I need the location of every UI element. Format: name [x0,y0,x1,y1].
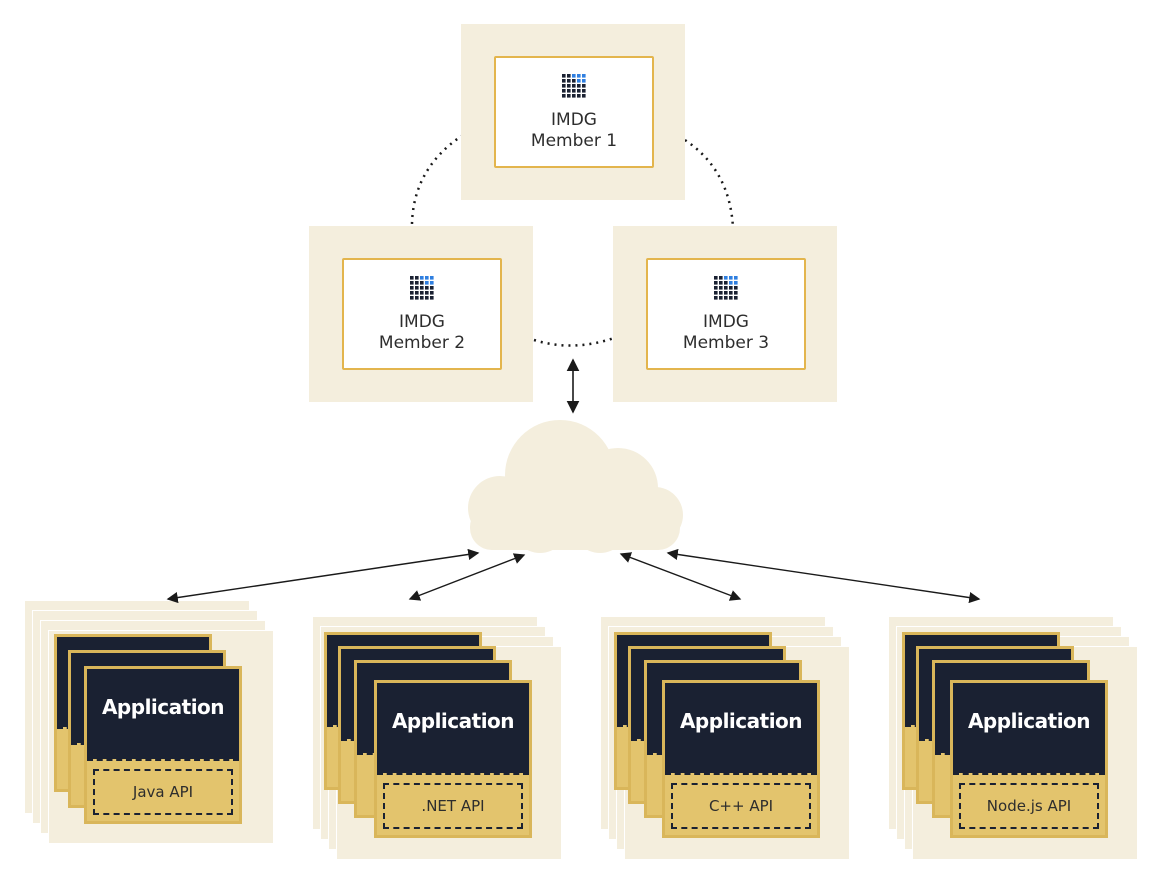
member-3-card[interactable]: IMDG Member 3 [646,258,806,370]
application-window-java[interactable]: Application Java API [84,666,242,824]
api-label-java: Java API [93,769,233,815]
client-group-java: Application Java API [18,600,278,860]
member-1-panel: IMDG Member 1 [461,24,685,200]
member-2-card[interactable]: IMDG Member 2 [342,258,502,370]
application-label: Application [101,695,225,719]
client-group-cpp: Application C++ API [598,616,858,876]
client-arrow-dotnet [408,553,526,601]
member-3-label-line2: Member 3 [682,333,770,353]
member-3-panel: IMDG Member 3 [613,226,837,402]
application-label: Application [679,709,803,733]
grid-logo-icon [562,74,586,98]
application-label: Application [391,709,515,733]
application-window-cpp[interactable]: Application C++ API [662,680,820,838]
api-label-dotnet: .NET API [383,783,523,829]
client-arrow-java [166,548,480,604]
member-ring-right [684,138,735,229]
application-window-dotnet[interactable]: Application .NET API [374,680,532,838]
member-ring-left [410,133,464,233]
member-ring-bottom [533,336,615,347]
member-2-label-line2: Member 2 [378,333,466,353]
client-group-dotnet: Application .NET API [310,616,570,876]
member-3-label-line1: IMDG [703,312,749,332]
api-label-cpp: C++ API [671,783,811,829]
member-1-card[interactable]: IMDG Member 1 [494,56,654,168]
cloud-icon [468,420,683,553]
grid-logo-icon [410,276,434,300]
application-window-nodejs[interactable]: Application Node.js API [950,680,1108,838]
member-2-label-line1: IMDG [399,312,445,332]
api-label-nodejs: Node.js API [959,783,1099,829]
application-label: Application [967,709,1091,733]
client-group-nodejs: Application Node.js API [886,616,1146,876]
member-2-panel: IMDG Member 2 [309,226,533,402]
client-arrow-nodejs [666,548,981,604]
member-1-label-line2: Member 1 [530,131,618,151]
member-1-label-line1: IMDG [551,110,597,130]
grid-logo-icon [714,276,738,300]
